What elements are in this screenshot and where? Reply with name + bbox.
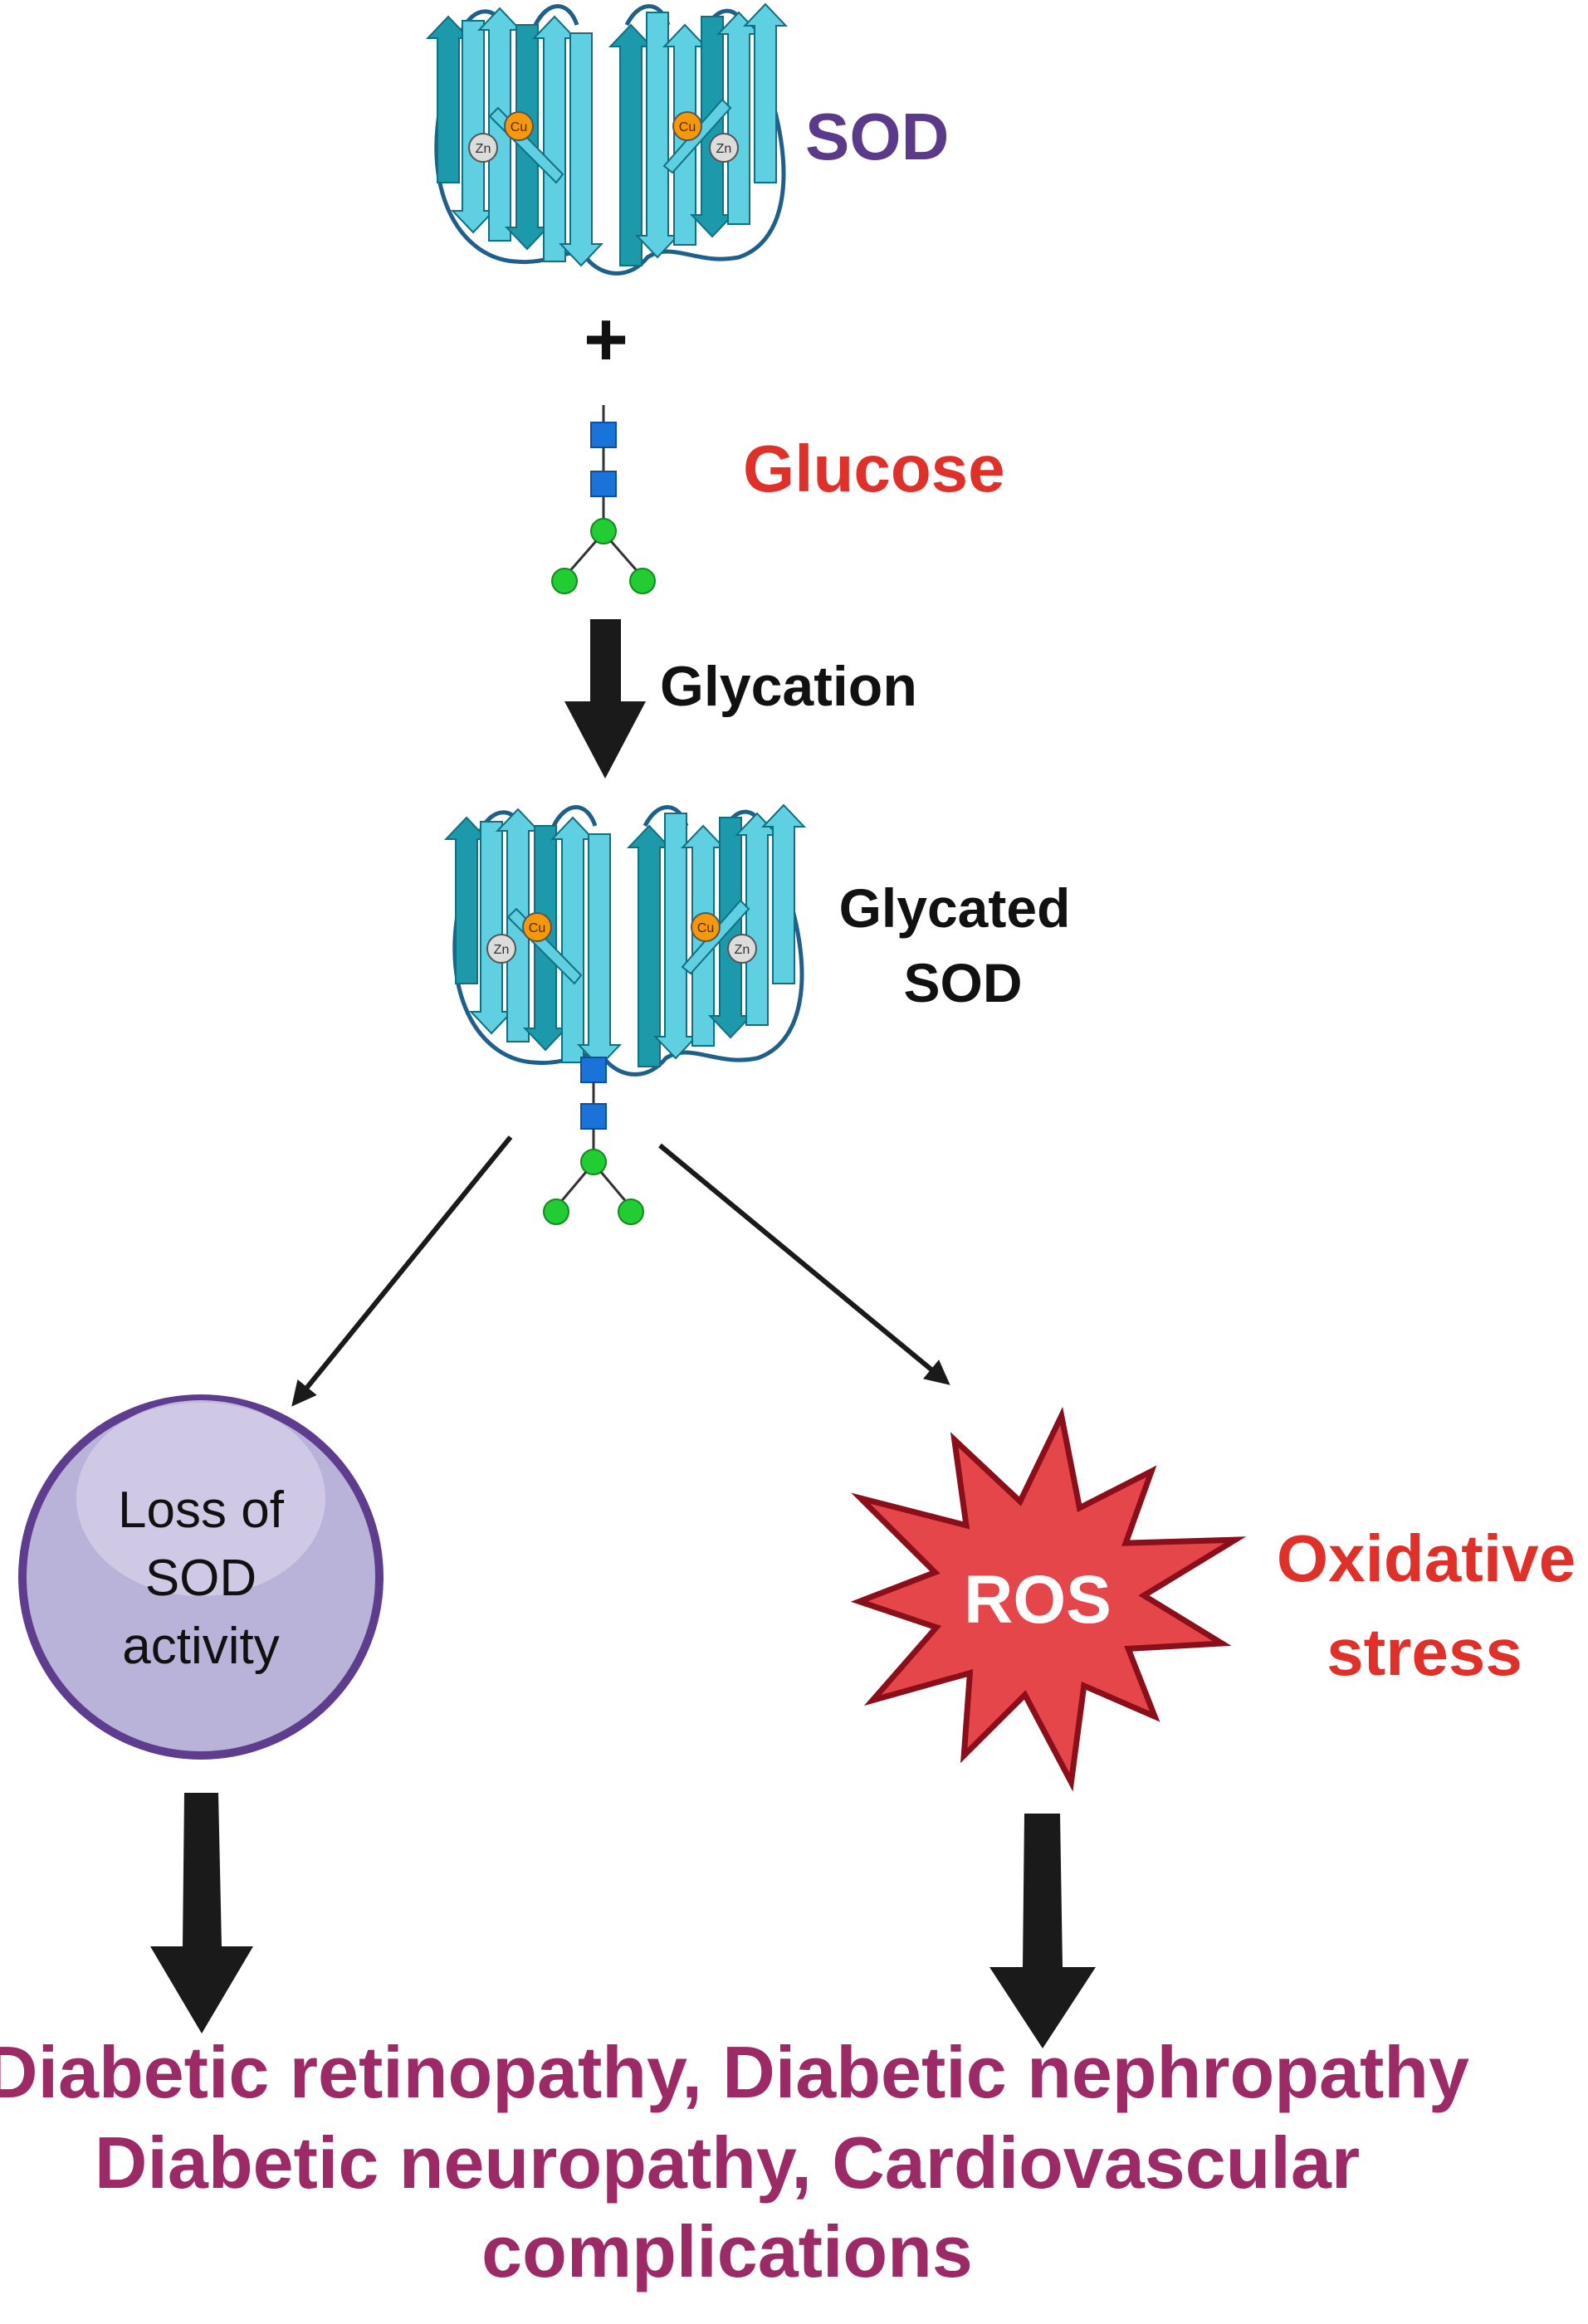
- loss-of-sod-activity-circle: Loss of SOD activity: [18, 1394, 384, 1760]
- loss-label-line1: Loss of: [118, 1482, 285, 1539]
- zinc-ion-label: Zn: [476, 142, 491, 156]
- outcome-line2: Diabetic neuropathy, Cardiovascular: [95, 2121, 1360, 2204]
- loss-label-line2: SOD: [145, 1550, 257, 1607]
- glucose-label: Glucose: [743, 432, 1005, 505]
- glycation-arrow: [564, 619, 646, 779]
- zinc-ion-label: Zn: [494, 943, 510, 957]
- arrow-ros-to-outcomes: [989, 1814, 1096, 2048]
- arrow-loss-to-outcomes: [150, 1793, 253, 2034]
- oxidative-label-line2: stress: [1327, 1615, 1522, 1689]
- ros-label: ROS: [964, 1562, 1112, 1638]
- copper-ion-label: Cu: [511, 120, 527, 134]
- plus-sign: +: [584, 297, 628, 382]
- zinc-ion-label: Zn: [735, 943, 750, 957]
- attached-glycan-icon: [543, 1057, 644, 1225]
- glucose-chain-icon: [551, 405, 656, 594]
- copper-ion-label: Cu: [679, 120, 696, 134]
- oxidative-label-line1: Oxidative: [1277, 1521, 1576, 1595]
- copper-ion-label: Cu: [697, 921, 714, 935]
- glycation-label: Glycation: [660, 655, 917, 718]
- glycated-label-line1: Glycated: [839, 877, 1071, 939]
- sod-label: SOD: [805, 100, 949, 173]
- outcome-line3: complications: [481, 2210, 973, 2292]
- zinc-ion-label: Zn: [716, 142, 732, 156]
- arrow-to-loss-of-activity: [291, 1135, 513, 1407]
- glycated-label-line2: SOD: [903, 952, 1022, 1013]
- copper-ion-label: Cu: [529, 921, 545, 935]
- arrow-to-ros: [658, 1143, 950, 1385]
- loss-label-line3: activity: [122, 1618, 279, 1675]
- outcome-line1: Diabetic retinopathy, Diabetic nephropat…: [0, 2031, 1469, 2113]
- ros-starburst-icon: ROS: [850, 1406, 1247, 1792]
